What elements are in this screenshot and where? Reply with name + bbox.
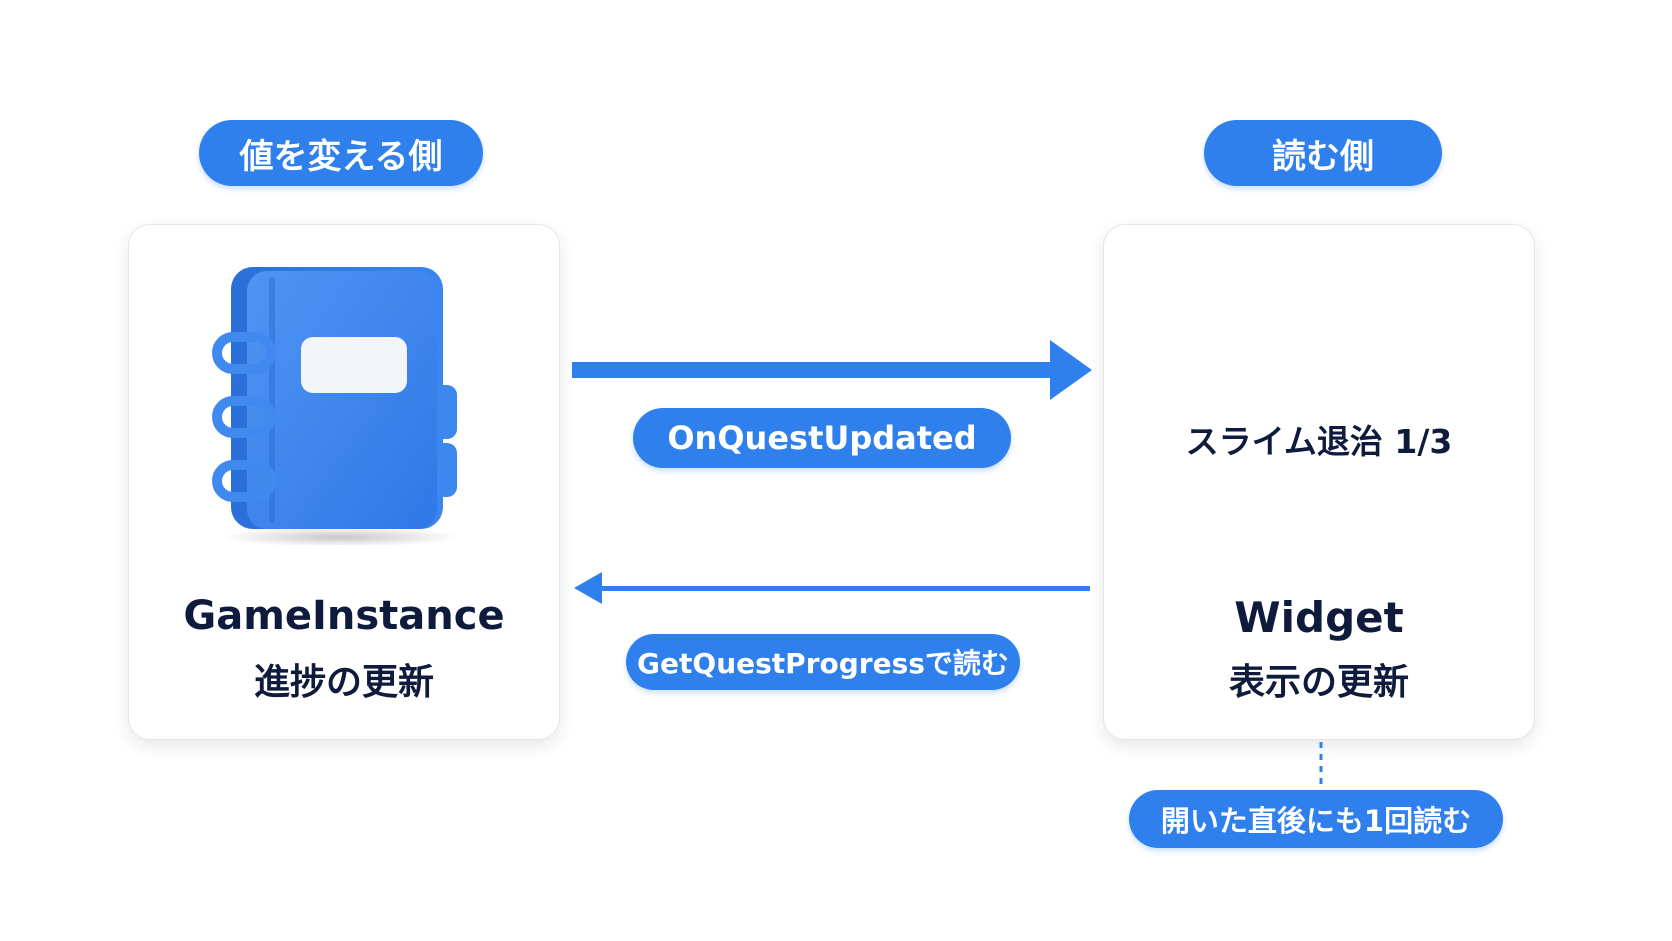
on-quest-updated-label: OnQuestUpdated (633, 408, 1011, 468)
get-quest-progress-label: GetQuestProgressで読む (626, 634, 1020, 690)
widget-subtitle: 表示の更新 (1228, 662, 1409, 703)
quest-progress-display: スライム退治 1/3 (1185, 422, 1453, 461)
initial-read-note: 開いた直後にも1回読む (1129, 790, 1503, 848)
notebook-icon (212, 267, 461, 545)
gameinstance-title: GameInstance (183, 593, 505, 639)
widget-card: スライム退治 1/3 Widget 表示の更新 (1103, 224, 1535, 740)
reader-label: 読む側 (1204, 120, 1442, 186)
widget-title: Widget (1234, 593, 1404, 642)
forward-arrow (572, 340, 1092, 400)
gameinstance-subtitle: 進捗の更新 (253, 662, 434, 703)
backward-arrow (574, 572, 1090, 604)
value-changer-label: 値を変える側 (199, 120, 483, 186)
gameinstance-card: GameInstance 進捗の更新 (128, 224, 560, 740)
